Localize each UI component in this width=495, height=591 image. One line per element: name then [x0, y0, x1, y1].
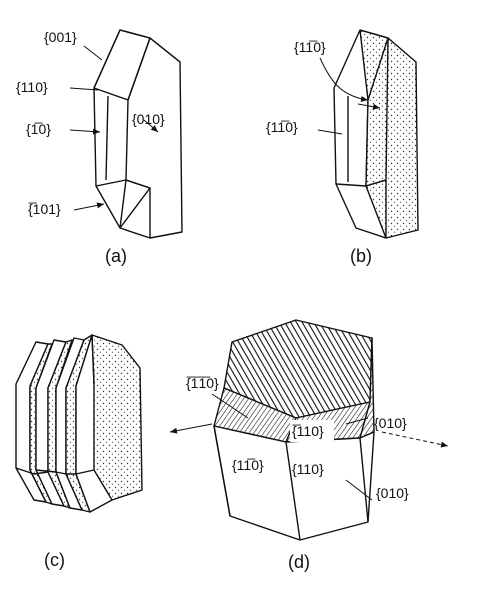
arrow-left	[169, 423, 213, 434]
panel-b: {11̅0} {11̅0} (b)	[266, 29, 419, 266]
label-b-11-0-side: {11̅0}	[266, 119, 298, 135]
label-d-11-0: {11̅0}	[232, 457, 264, 473]
panel-d: {̅1̅1̅0} {̅110} {010} {11̅0} {110} {010}…	[169, 319, 449, 572]
caption-b: (b)	[350, 246, 372, 266]
label-a-010: {010}	[132, 111, 165, 127]
crystal-b	[333, 29, 419, 239]
label-a-001: {001}	[44, 29, 77, 45]
label-d-m1m10: {̅1̅1̅0}	[186, 375, 219, 391]
label-d-m110: {̅110}	[292, 423, 324, 439]
label-box-d	[290, 420, 334, 442]
arrow-right	[381, 431, 449, 448]
label-d-010-upper: {010}	[374, 415, 407, 431]
caption-d: (d)	[288, 552, 310, 572]
label-a-1-10: {1̅0}	[26, 121, 51, 137]
label-b-11-0-top: {11̅0}	[294, 39, 326, 55]
caption-c: (c)	[44, 550, 65, 570]
label-d-110: {110}	[292, 461, 324, 477]
caption-a: (a)	[105, 246, 127, 266]
panel-c: (c)	[15, 334, 143, 570]
panel-a: {001} {110} {1̅0} {010} {̅101} (a)	[16, 29, 183, 266]
label-a-110: {110}	[16, 79, 48, 95]
label-d-010-lower: {010}	[376, 485, 409, 501]
crystal-c	[15, 334, 143, 513]
crystal-a	[93, 29, 183, 239]
label-a-m101: {̅101}	[28, 201, 61, 217]
